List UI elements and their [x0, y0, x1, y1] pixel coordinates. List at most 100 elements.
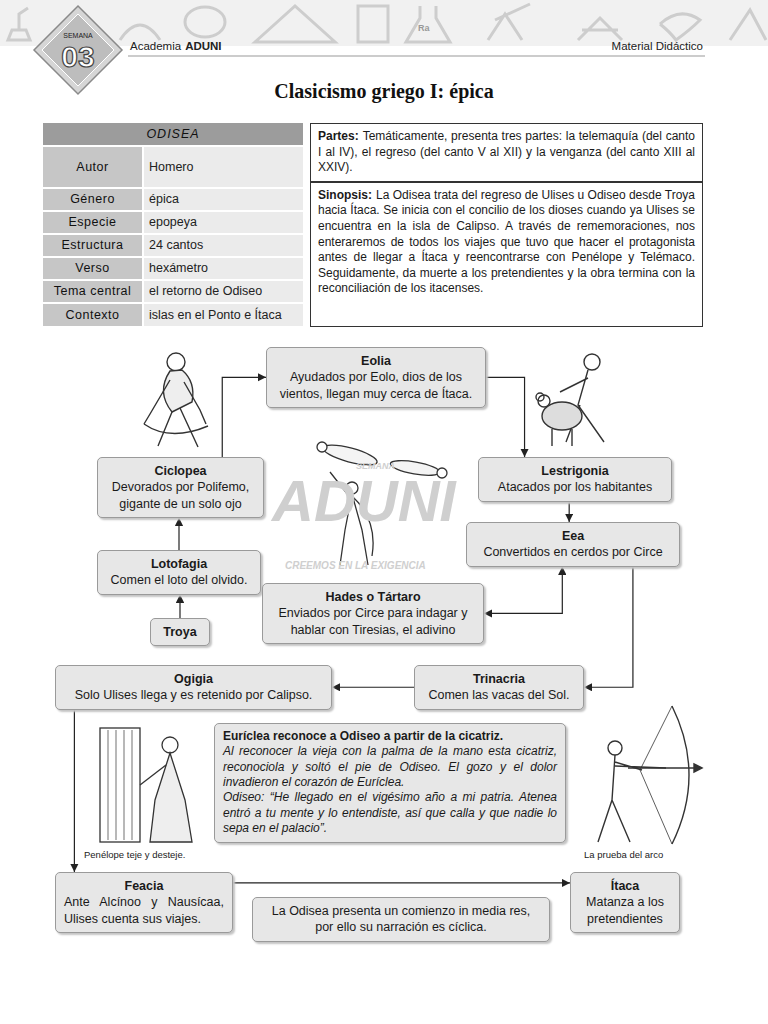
node-text: Solo Ulises llega y es retenido por Cali… — [64, 687, 323, 703]
header-band-part — [0, 0, 768, 46]
table-value: épica — [144, 189, 303, 210]
penelope-figure-part — [140, 765, 166, 785]
penelope-figure-part — [162, 737, 178, 753]
ram-figure-part — [552, 429, 572, 446]
penelope-figure-part — [100, 728, 140, 842]
node-heading: Eea — [475, 528, 671, 544]
place-box: LotofagiaComen el loto del olvido. — [97, 550, 261, 595]
node-heading: Lestrigonia — [487, 463, 663, 479]
week-number: 03 — [50, 42, 106, 72]
node-heading: Feacia — [64, 878, 224, 894]
null-part-part — [120, 25, 160, 40]
table-value: hexámetro — [144, 258, 303, 279]
table-key: Verso — [43, 258, 142, 279]
doc-type: Material Didáctico — [560, 40, 703, 54]
place-box: Troya — [150, 618, 210, 646]
header-rule — [128, 56, 705, 57]
flow-arrow — [74, 710, 75, 873]
header-band — [0, 0, 768, 46]
table-value: Homero — [144, 147, 303, 187]
hero-figure-part — [167, 353, 185, 371]
flow-arrow — [233, 882, 570, 883]
icon-symbol: Ra — [418, 23, 430, 34]
node-text: Devorados por Polifemo, gigante de un so… — [106, 479, 255, 512]
table-value: islas en el Ponto e Ítaca — [144, 304, 303, 326]
node-text: Comen el loto del olvido. — [106, 572, 252, 588]
node-heading: Eolia — [275, 353, 477, 369]
node-heading: Ítaca — [579, 878, 671, 894]
flow-arrow — [178, 518, 179, 550]
hero-figure — [144, 353, 208, 447]
watermark: CREEMOS EN LA EXIGENCIA — [285, 560, 426, 572]
info-box: Sinopsis:La Odisea trata del regreso de … — [310, 182, 703, 327]
node-heading: Ciclopea — [106, 463, 255, 479]
place-box: ÍtacaMatanza a los pretendientes — [570, 872, 680, 933]
node-text: Ayudados por Eolo, dios de los vientos, … — [275, 369, 477, 402]
table-value: epopeya — [144, 212, 303, 233]
table-key: Estructura — [43, 235, 142, 256]
node-text: Al reconocer la vieja con la palma de la… — [223, 744, 557, 790]
node-text: Convertidos en cerdos por Circe — [475, 544, 671, 560]
ram-figure — [536, 354, 604, 446]
null-part-part — [358, 6, 388, 42]
node-text: Odiseo: “He llegado en el vigésimo año a… — [223, 790, 557, 836]
archer-figure-part — [608, 741, 622, 755]
null-part-part — [255, 6, 335, 42]
table-key: Género — [43, 189, 142, 210]
page-title: Clasicismo griego I: épica — [0, 80, 768, 103]
table-value: el retorno de Odiseo — [144, 281, 303, 302]
flow-arrow — [222, 377, 266, 457]
node-heading: Lotofagia — [106, 556, 252, 572]
header-rule-part — [128, 56, 705, 57]
place-box: CiclopeaDevorados por Polifemo, gigante … — [97, 457, 264, 518]
flow-arrow — [179, 595, 180, 619]
flow-arrow — [484, 567, 562, 614]
figure-caption: Penélope teje y desteje. — [84, 849, 209, 860]
place-box: TrinacriaComen las vacas del Sol. — [414, 665, 584, 710]
table-key: Tema central — [43, 281, 142, 302]
node-heading: Trinacria — [423, 671, 575, 687]
hero-figure-part — [158, 408, 198, 447]
penelope-figure — [100, 728, 192, 842]
node-heading: Ogigia — [64, 671, 323, 687]
brand-name: Academia — [130, 40, 181, 54]
table-key: Autor — [43, 147, 142, 187]
null-part-part — [406, 6, 450, 42]
place-box: LestrigoniaAtacados por los habitantes — [478, 457, 672, 502]
node-heading: Partes: — [318, 129, 359, 143]
node-text: Comen las vacas del Sol. — [423, 687, 575, 703]
null-part — [8, 4, 766, 42]
place-box: OgigiaSolo Ulises llega y es retenido po… — [55, 665, 332, 710]
flow-arrow — [486, 377, 525, 457]
week-badge-part — [34, 6, 122, 94]
table-header: ODISEA — [43, 123, 303, 145]
hero-figure-part — [144, 380, 206, 424]
penelope-figure-part — [108, 730, 132, 840]
node-heading: Troya — [157, 624, 203, 640]
place-box: EoliaAyudados por Eolo, dios de los vien… — [266, 347, 486, 408]
node-text: Matanza a los pretendientes — [579, 894, 671, 927]
archer-figure — [598, 706, 702, 844]
null-part-part — [578, 18, 622, 40]
hero-figure-part — [144, 424, 208, 434]
node-heading: Euríclea reconoce a Odiseo a partir de l… — [223, 729, 557, 744]
note-box: La Odisea presenta un comienzo in media … — [252, 897, 550, 942]
node-heading: Sinopsis: — [318, 188, 372, 202]
flow-arrow — [584, 567, 633, 688]
null-part-part — [185, 7, 225, 37]
archer-figure-part — [598, 755, 666, 842]
null-part-part — [660, 14, 700, 40]
node-text: Temáticamente, presenta tres partes: la … — [318, 129, 695, 174]
week-badge — [34, 6, 122, 94]
watermark: ADUNI — [272, 466, 456, 536]
place-box: FeaciaAnte Alcínoo y Nausícaa, Ulises cu… — [55, 872, 233, 933]
null-part-part — [488, 4, 530, 40]
quote-box: Euríclea reconoce a Odiseo a partir de l… — [214, 723, 566, 843]
node-heading: La Odisea presenta un comienzo in media … — [261, 903, 541, 936]
ram-figure-part — [536, 393, 544, 401]
node-text: Ante Alcínoo y Nausícaa, Ulises cuenta s… — [64, 894, 224, 927]
gods-figure-part — [317, 442, 327, 452]
penelope-figure-part — [150, 753, 192, 842]
archer-figure-part — [640, 706, 672, 844]
